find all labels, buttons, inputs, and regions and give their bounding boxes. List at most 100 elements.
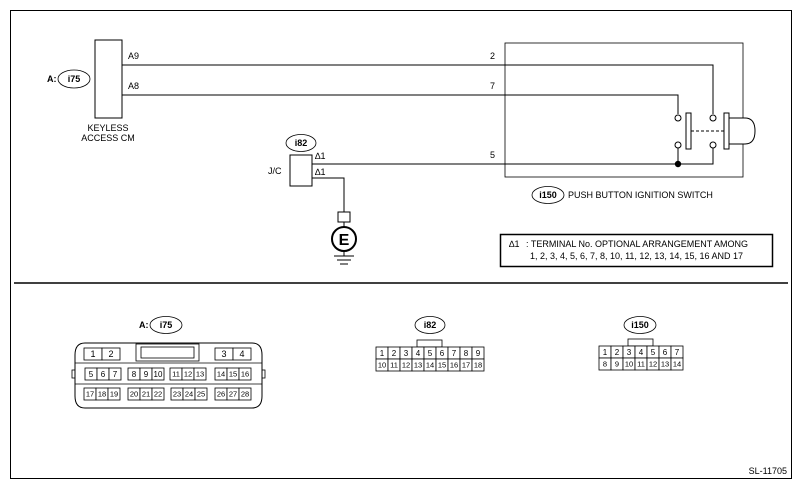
- ground-letter: E: [339, 232, 350, 249]
- pin-number: 4: [639, 348, 644, 357]
- pin-cell: [108, 367, 122, 381]
- pin-number: 12: [184, 370, 192, 379]
- jc-name: J/C: [268, 166, 282, 176]
- i75-label: i75: [160, 320, 173, 330]
- keyless-prefix: A:: [47, 74, 57, 84]
- pin-number: 1: [90, 349, 95, 359]
- pin-cell: [471, 358, 485, 372]
- i150-label: i150: [631, 320, 649, 330]
- note-box: ∆1 : TERMINAL No. OPTIONAL ARRANGEMENT A…: [499, 233, 774, 268]
- jc-box: [289, 154, 313, 187]
- pin-number: 22: [154, 390, 162, 399]
- keyless-name-line2: ACCESS CM: [81, 133, 135, 143]
- keyless-name-line1: KEYLESS: [87, 123, 128, 133]
- wire-a9: [122, 64, 714, 114]
- switch-contact-2: [709, 114, 717, 122]
- jc-ground-wire: [312, 177, 345, 212]
- pin-number: 2: [392, 349, 397, 358]
- pin-number: 8: [132, 370, 137, 379]
- i75-key-outer: [135, 343, 200, 362]
- wire-number-2: 2: [490, 51, 495, 61]
- switch-connector-label: i150: [539, 190, 557, 200]
- pin-number: 8: [603, 360, 607, 369]
- pin-number: 23: [173, 390, 181, 399]
- pin-number: 5: [651, 348, 656, 357]
- note-mark: ∆1: [509, 239, 520, 249]
- pin-number: 11: [390, 361, 398, 370]
- pin-number: 7: [113, 370, 118, 379]
- jc-connector-oval: [285, 134, 317, 152]
- pin-number: 7: [452, 349, 457, 358]
- i82-oval: [414, 316, 446, 334]
- pin-number: 15: [229, 370, 237, 379]
- i82-tab: [416, 339, 443, 348]
- wire-a8: [122, 94, 679, 114]
- jc-pin-1: ∆1: [315, 151, 326, 161]
- pin-number: 17: [462, 361, 470, 370]
- pin-cell: [101, 347, 121, 361]
- pin-cell: [151, 367, 165, 381]
- pin-number: 2: [615, 348, 620, 357]
- pin-number: 11: [637, 360, 645, 369]
- pin-cell: [107, 387, 121, 401]
- i150-tab: [627, 338, 654, 347]
- pin-number: 10: [378, 361, 386, 370]
- wires: 2 7 5: [122, 51, 714, 165]
- pin-number: 18: [98, 390, 106, 399]
- wire-number-5: 5: [490, 150, 495, 160]
- i75-left-tab: [71, 369, 76, 379]
- pin-number: 14: [217, 370, 225, 379]
- keyless-connector-oval: [57, 69, 91, 89]
- pin-number: 11: [172, 370, 180, 379]
- pin-number: 14: [673, 360, 681, 369]
- pin-cell: [151, 387, 165, 401]
- keyless-module-box: [94, 39, 123, 119]
- i75-right-tab: [261, 369, 266, 379]
- keyless-connector-label: i75: [68, 74, 81, 84]
- jc-pin-2: ∆1: [315, 167, 326, 177]
- pin-number: 10: [625, 360, 633, 369]
- pin-number: 4: [239, 349, 244, 359]
- pin-number: 17: [86, 390, 94, 399]
- pin-number: 5: [428, 349, 433, 358]
- pin-number: 3: [221, 349, 226, 359]
- pin-number: 28: [241, 390, 249, 399]
- pin-number: 1: [603, 348, 608, 357]
- diagram-code: SL-11705: [749, 466, 787, 476]
- pin-number: 3: [404, 349, 409, 358]
- switch-contact-1: [674, 114, 682, 122]
- pin-number: 4: [416, 349, 421, 358]
- keyless-pin-a9: A9: [128, 51, 139, 61]
- pin-cell: [193, 367, 207, 381]
- i150-oval: [623, 316, 657, 334]
- note-frame: [499, 233, 774, 268]
- push-button-ignition-switch: i150 PUSH BUTTON IGNITION SWITCH: [504, 42, 756, 204]
- pin-number: 27: [229, 390, 237, 399]
- pin-number: 15: [438, 361, 446, 370]
- i75-key-inner: [140, 346, 195, 359]
- switch-bar-left: [685, 112, 692, 150]
- switch-name: PUSH BUTTON IGNITION SWITCH: [568, 190, 713, 200]
- pin-number: 26: [217, 390, 225, 399]
- pin-number: 5: [89, 370, 94, 379]
- ground-terminal: [337, 211, 351, 223]
- pin-cell: [194, 387, 208, 401]
- note-line2: 1, 2, 3, 4, 5, 6, 7, 8, 10, 11, 12, 13, …: [530, 251, 743, 261]
- switch-button: [728, 117, 756, 145]
- pin-number: 19: [110, 390, 118, 399]
- note-line1: : TERMINAL No. OPTIONAL ARRANGEMENT AMON…: [526, 239, 748, 249]
- pin-number: 2: [108, 349, 113, 359]
- pin-number: 20: [130, 390, 138, 399]
- keyless-pin-a8: A8: [128, 81, 139, 91]
- outer-frame: [10, 10, 792, 479]
- pin-number: 3: [627, 348, 632, 357]
- switch-contact-3: [674, 141, 682, 149]
- pin-number: 12: [402, 361, 410, 370]
- pin-number: 13: [196, 370, 204, 379]
